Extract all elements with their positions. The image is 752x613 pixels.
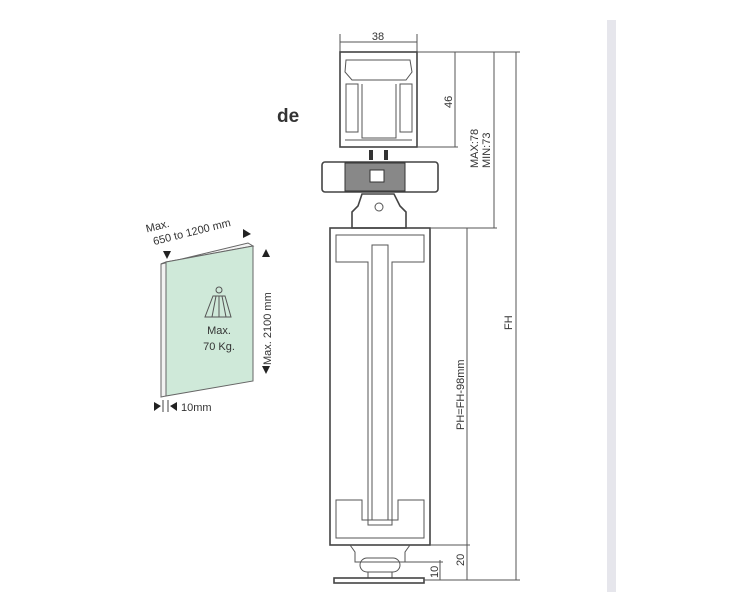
profile-drawing: 38 46 MAX:78 MIN:73 FH [321, 31, 520, 584]
door-panel: Max. 70 Kg. Max. 650 to 1200 mm Max. 210… [145, 217, 274, 414]
scrollbar-track [607, 20, 616, 592]
dim-bottom-20: 20 [455, 554, 467, 566]
weight-icon [204, 286, 232, 318]
width-label-1: Max. [145, 218, 171, 235]
dim-width: 38 [372, 31, 384, 43]
label-de: de [277, 106, 299, 127]
arrow-up-icon [262, 249, 270, 257]
thickness-arrow-right-icon [154, 402, 161, 411]
thickness-label: 10mm [181, 402, 212, 414]
dim-ph: PH=FH-98mm [455, 359, 467, 430]
height-label: Max. 2100 mm [262, 292, 274, 365]
arrow-right-icon [243, 229, 251, 238]
dim-track-height: 46 [443, 96, 455, 108]
dim-max: MAX:78 [469, 129, 481, 168]
dim-bottom-10: 10 [429, 566, 441, 578]
arrow-left-icon [163, 251, 171, 259]
panel-face [165, 245, 254, 397]
weight-label-1: Max. [207, 325, 231, 337]
dim-min: MIN:73 [481, 133, 493, 168]
thickness-arrow-left-icon [170, 402, 177, 411]
arrow-down-icon [262, 366, 270, 374]
weight-label-2: 70 Kg. [203, 341, 235, 353]
dim-fh: FH [503, 315, 515, 330]
